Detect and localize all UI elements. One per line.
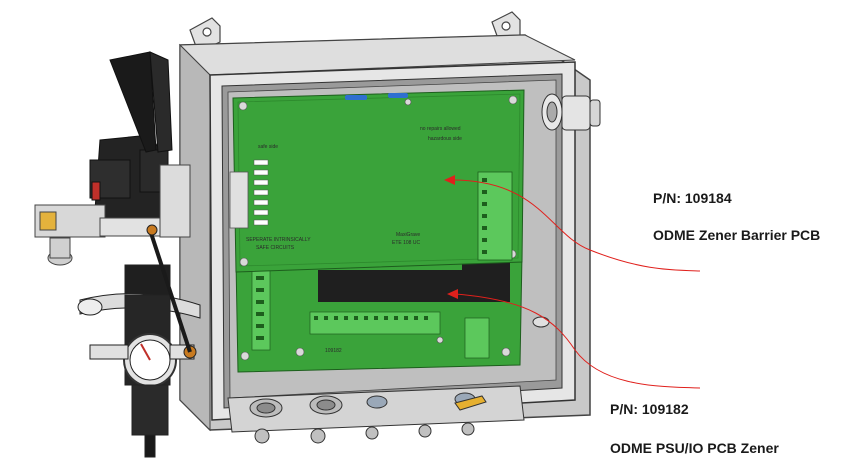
pcb-no-repairs-text: no repairs allowed [420,126,461,132]
pcb-model-text: ETE 108 UC [392,240,420,246]
callout-leaders [451,179,701,389]
filter-regulator [77,224,201,458]
psu-io-pcb: 109182 [235,254,523,373]
pcb-brand-text: MaxiGrave [396,232,420,238]
manifold-block [34,164,191,266]
pcb-intrinsic-line1: SEPERATE INTRINSICALLY [246,237,311,243]
pcb-intrinsic-line2: SAFE CIRCUITS [256,245,295,251]
pcb-hazardous-side-text: hazardous side [428,136,462,142]
mounting-ears [189,11,521,53]
side-cable-gland [532,93,601,328]
solenoid-valves [89,51,173,226]
bottom-glands [227,385,525,444]
callout-arrowheads [444,175,458,299]
psu-io-part-number: P/N: 109182 [610,401,689,417]
zener-barrier-part-number: P/N: 109184 [653,190,732,206]
psu-board-code: 109182 [325,348,342,354]
pcb-safe-side-text: safe side [258,144,278,150]
zener-barrier-name: ODME Zener Barrier PCB [653,227,821,243]
psu-io-name: ODME PSU/IO PCB Zener [610,440,779,456]
zener-barrier-pcb: no repairs allowed hazardous side safe s… [229,89,525,273]
